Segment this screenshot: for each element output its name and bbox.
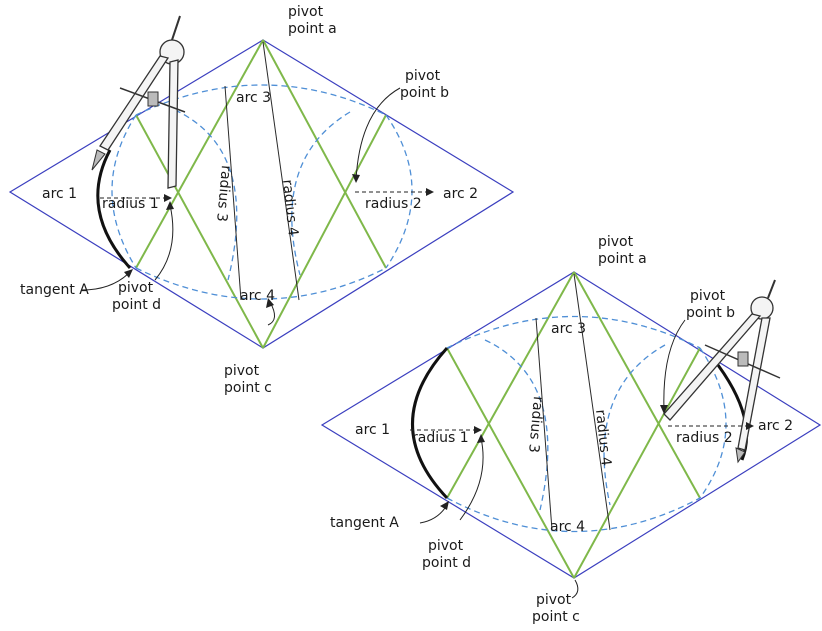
arc-1-label: arc 1 <box>355 422 390 438</box>
pivot-d-label: pivot point d <box>112 280 161 313</box>
radius-2-label: radius 2 <box>676 430 733 446</box>
radius-4-label: radius 4 <box>279 179 301 237</box>
dashed-arcs <box>111 84 413 300</box>
arc-2-label: arc 2 <box>443 186 478 202</box>
radius-3-line <box>224 85 242 301</box>
tangent-a-label: tangent A <box>330 515 399 531</box>
radius-3-line <box>535 317 553 531</box>
radius-4-line <box>262 41 300 301</box>
drawn-arc-1 <box>96 149 132 270</box>
radius-1-label: radius 1 <box>412 430 469 446</box>
pivot-d-label: pivot point d <box>422 538 471 571</box>
pivot-a-label: pivot point a <box>598 234 647 267</box>
diagram-1: pivot point a pivot point b pivot point … <box>8 4 515 396</box>
radius-3-label: radius 3 <box>525 396 546 454</box>
leader-arrows <box>81 87 434 326</box>
compass-icon <box>91 15 186 189</box>
construction-lines <box>135 39 387 349</box>
arc-4-label: arc 4 <box>550 519 585 535</box>
leader-arrows <box>410 319 754 599</box>
radius-4-line <box>573 273 611 531</box>
tangent-a-label: tangent A <box>20 282 89 298</box>
arc-3-label: arc 3 <box>551 321 586 337</box>
arc-1-label: arc 1 <box>42 186 77 202</box>
drawn-arc-1 <box>411 346 449 500</box>
arc-4-label: arc 4 <box>240 288 275 304</box>
diagram-2: pivot point a pivot point b pivot point … <box>320 234 822 625</box>
dashed-arcs <box>446 315 727 533</box>
pivot-b-label: pivot point b <box>400 68 449 101</box>
radius-1-label: radius 1 <box>102 196 159 212</box>
pivot-b-label: pivot point b <box>686 288 735 321</box>
radius-4-label: radius 4 <box>592 409 614 467</box>
compass-icon <box>663 279 781 464</box>
arc-2-label: arc 2 <box>758 418 793 434</box>
construction-lines <box>446 271 701 579</box>
radius-3-label: radius 3 <box>213 165 234 223</box>
arc-3-label: arc 3 <box>236 90 271 106</box>
pivot-a-label: pivot point a <box>288 4 337 37</box>
radius-2-label: radius 2 <box>365 196 422 212</box>
pivot-c-label: pivot point c <box>224 363 272 396</box>
pivot-c-label: pivot point c <box>532 592 580 625</box>
